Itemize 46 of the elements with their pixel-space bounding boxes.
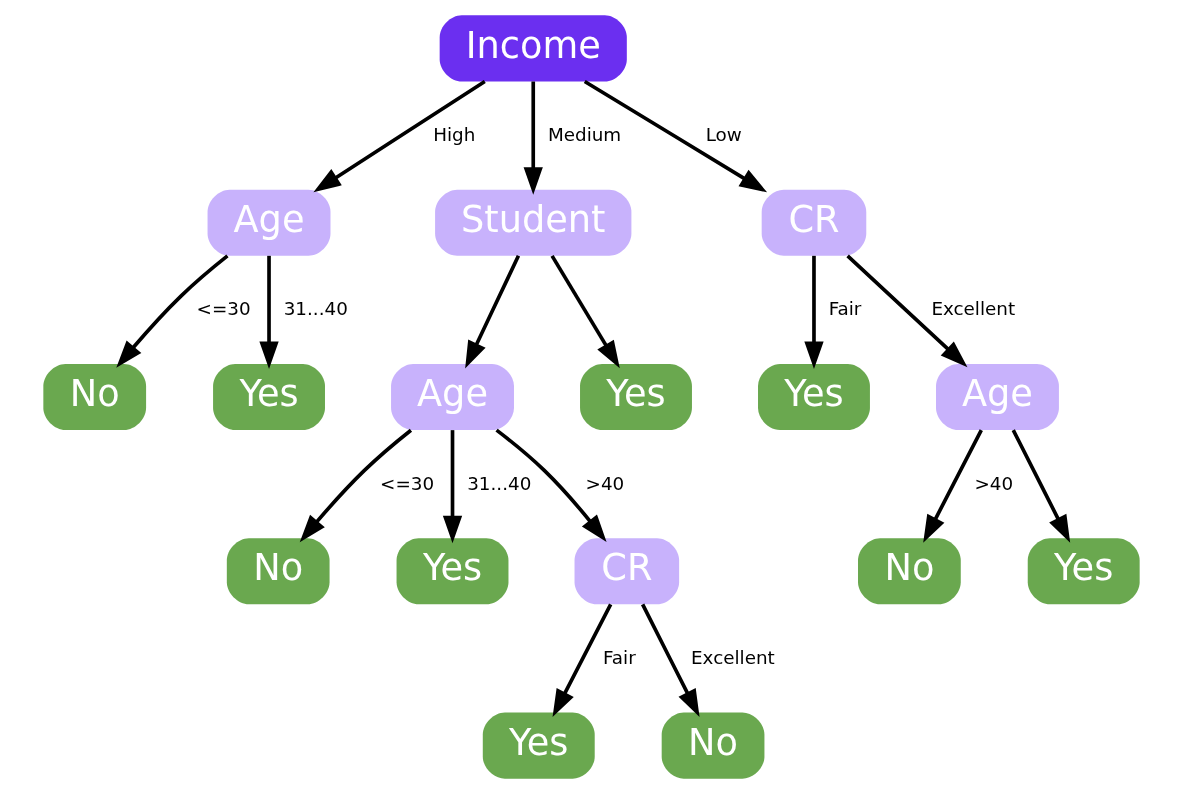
node-box: No [661,712,764,779]
node-box: Yes [212,363,325,431]
arrow [550,254,620,369]
arrow [845,254,967,368]
node-box: Age [935,363,1059,431]
node-box: No [226,538,330,605]
edge-label: <=30 [379,472,434,494]
node-box: Yes [757,363,870,431]
edge-label: 31...40 [466,472,531,494]
node-box: CR [574,538,679,605]
node-box: Yes [579,363,692,431]
edge-label: <=30 [196,298,251,320]
arrow [258,255,279,370]
edge-label: Low [705,124,742,146]
arrow [115,254,229,368]
node-box: Income [439,15,627,82]
arrow [494,428,607,542]
edge-label: >40 [974,472,1013,494]
edge-label: Medium [547,124,621,146]
edge-label: 31...40 [283,298,348,320]
edge-label: Excellent [690,646,775,668]
arrow [922,429,983,543]
edge-label: Fair [828,298,861,320]
arrow [523,81,543,195]
arrow [552,603,612,718]
node-box: No [42,363,146,431]
arrow [299,428,412,543]
node-box: Yes [1027,538,1140,605]
edge-label: >40 [585,472,624,494]
node-box: Age [207,189,330,256]
node-box: Student [434,189,631,256]
edge-label: Excellent [930,298,1015,320]
arrow [442,430,462,544]
arrow [640,603,700,718]
edge-label: High [432,124,475,146]
node-box: No [857,538,961,605]
arrow [583,79,767,193]
arrow [312,79,486,193]
node-box: Yes [396,538,508,605]
arrow [1011,429,1070,543]
node-box: Age [390,363,514,431]
node-box: Yes [482,712,595,779]
arrow [464,255,520,369]
edge-label: Fair [602,646,636,668]
arrow [803,255,824,370]
node-box: CR [761,189,866,256]
